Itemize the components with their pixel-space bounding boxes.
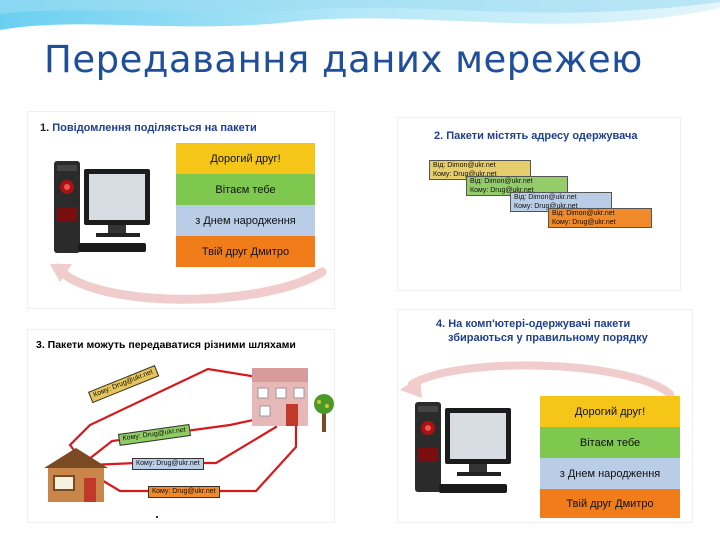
- envelope-to: Кому: Drug@ukr.net: [552, 219, 616, 226]
- step-1-heading: 1. Повідомлення поділяється на пакети: [40, 122, 257, 134]
- recipient-computer-icon: [415, 402, 511, 493]
- route-label-3: Кому: Drug@ukr.net: [132, 458, 204, 470]
- step-4-heading: 4. На комп'ютері-одержувачі пакети збира…: [436, 318, 648, 344]
- envelope-to: Кому: Drug@ukr.net: [470, 187, 534, 194]
- step-4-line-2: збираються у правильному порядку: [448, 332, 648, 344]
- step-1-text: Повідомлення поділяється на пакети: [52, 122, 257, 134]
- assembled-packet-3: з Днем народження: [540, 458, 680, 489]
- envelope-from: Від: Dimon@ukr.net: [552, 210, 615, 217]
- step-3-heading: 3. Пакети можуть передаватися різними шл…: [36, 339, 296, 351]
- packet-envelope-4: Від: Dimon@ukr.net Кому: Drug@ukr.net: [548, 208, 652, 228]
- packet-1: Дорогий друг!: [176, 143, 315, 174]
- packet-2: Вітаєм тебе: [176, 174, 315, 205]
- envelope-to: Кому: Drug@ukr.net: [514, 203, 578, 210]
- assembled-packet-1: Дорогий друг!: [540, 396, 680, 427]
- recipient-house-icon: [252, 368, 308, 426]
- packet-envelope-1: Від: Dimon@ukr.net Кому: Drug@ukr.net: [429, 160, 531, 180]
- envelope-to: Кому: Drug@ukr.net: [433, 171, 497, 178]
- curved-arrow-4: [400, 361, 674, 398]
- packet-4: Твій друг Дмитро: [176, 236, 315, 267]
- envelope-from: Від: Dimon@ukr.net: [514, 194, 577, 201]
- header-wave-decoration: [0, 0, 720, 30]
- step-1-number: 1.: [40, 122, 50, 134]
- packet-envelope-3: Від: Dimon@ukr.net Кому: Drug@ukr.net: [510, 192, 612, 212]
- assembled-packet-2: Вітаєм тебе: [540, 427, 680, 458]
- assembled-packet-4: Твій друг Дмитро: [540, 489, 680, 518]
- step-4-line-1: 4. На комп'ютері-одержувачі пакети: [436, 318, 631, 330]
- curved-arrow-1: [50, 263, 327, 304]
- packet-3: з Днем народження: [176, 205, 315, 236]
- small-dot: [156, 516, 158, 518]
- computer-icon: [54, 161, 150, 253]
- route-label-4: Кому: Drug@ukr.net: [148, 486, 220, 498]
- step-2-heading: 2. Пакети містять адресу одержувача: [434, 130, 638, 142]
- envelope-from: Від: Dimon@ukr.net: [433, 162, 496, 169]
- envelope-from: Від: Dimon@ukr.net: [470, 178, 533, 185]
- sender-house-icon: [44, 448, 108, 502]
- page-title: Передавання даних мережею: [44, 38, 643, 81]
- tree-icon: [314, 394, 334, 432]
